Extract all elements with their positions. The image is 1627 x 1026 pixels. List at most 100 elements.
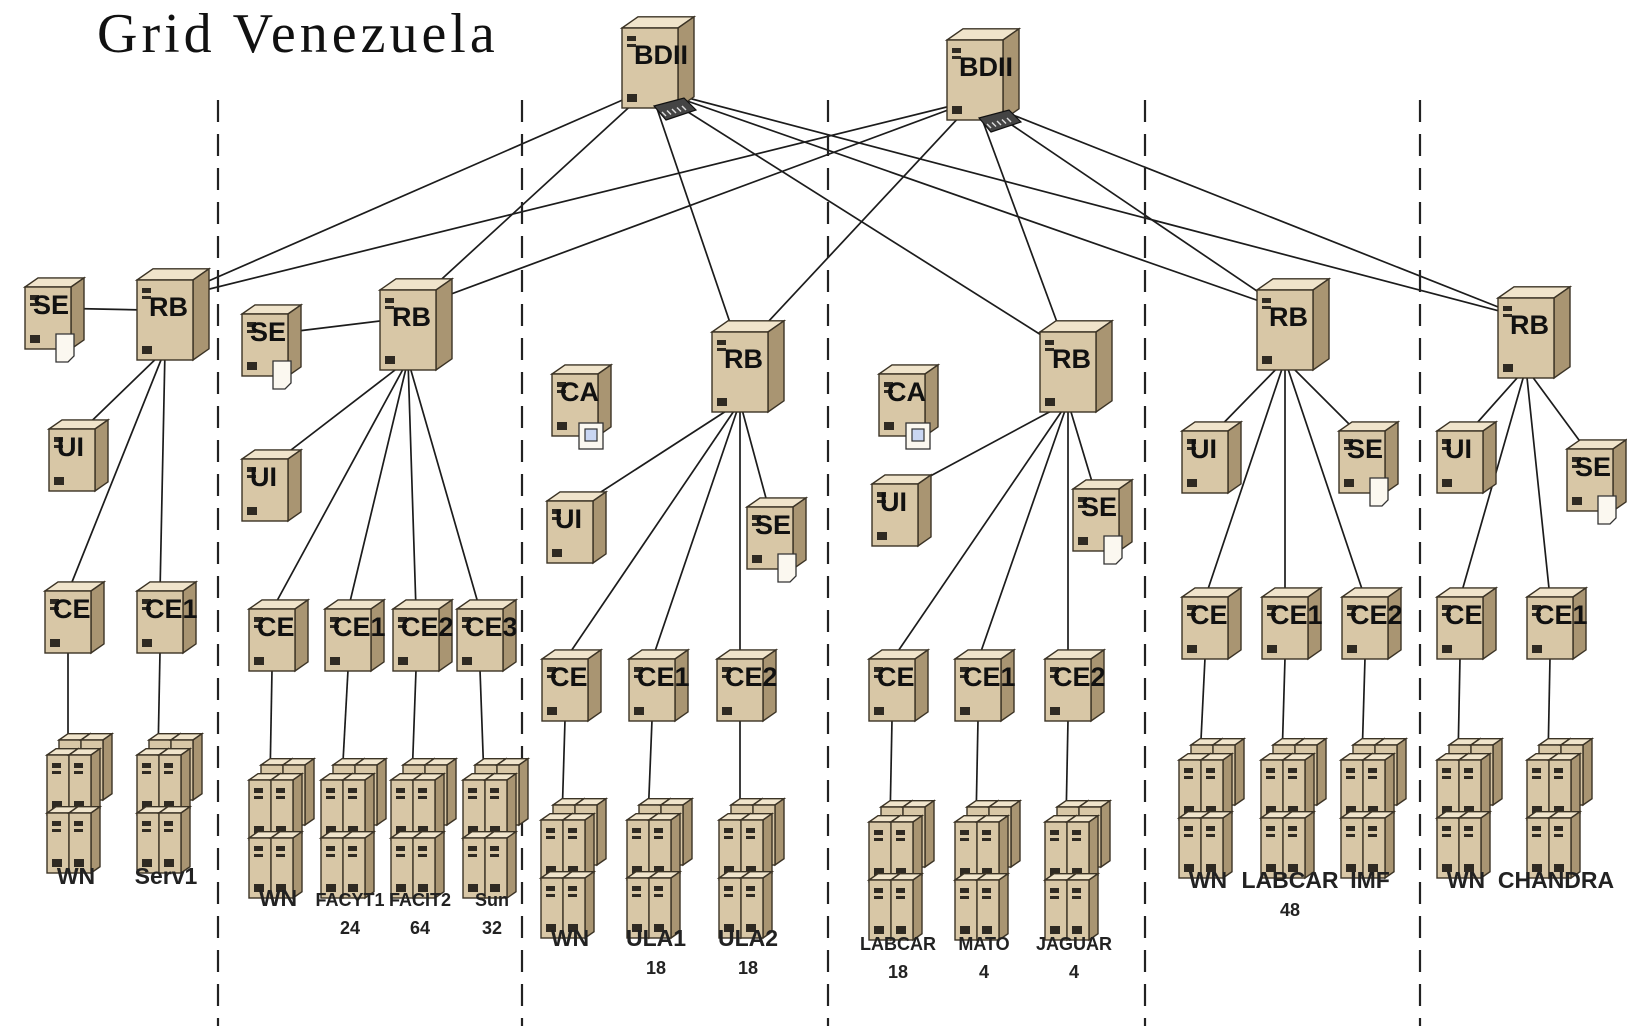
storage-document-icon [55, 333, 75, 363]
storage-document-icon [1597, 495, 1617, 525]
bdii2-to-rb-site1 [164, 99, 976, 301]
ce-server-site1-1: CE [42, 580, 107, 655]
ui-server-site6-label: UI [1445, 434, 1472, 464]
cluster-name-site1-2: Serv1 [135, 863, 198, 889]
ce-server-site4-2-label: CE1 [963, 662, 1016, 692]
bdii2-to-rb-site5 [974, 99, 1286, 311]
ca-server-site4-label: CA [887, 377, 926, 407]
bdii-server-1-label: BDII [634, 40, 688, 70]
cluster-name-site2-3: FACIT2 [389, 890, 451, 910]
rb-to-ce-site3-1 [564, 401, 741, 661]
storage-document-icon [777, 553, 797, 583]
rb-to-ce-site4-1 [891, 401, 1069, 661]
ce-server-site2-2-label: CE1 [333, 612, 386, 642]
ce-server-site6-1-label: CE [1445, 600, 1483, 630]
ce-server-site4-1-label: CE [877, 662, 915, 692]
ce-server-site2-1-label: CE [257, 612, 295, 642]
bdii2-to-rb-site3 [739, 99, 976, 353]
worker-cluster-site2-2 [318, 757, 389, 900]
se-server-site6: SE [1564, 438, 1627, 525]
worker-cluster-site5-3 [1338, 737, 1409, 880]
storage-document-icon [1103, 535, 1123, 565]
ce-server-site2-2: CE1 [322, 598, 387, 673]
rb-to-ce-site2-4 [407, 359, 481, 611]
ce-server-site5-1-label: CE [1190, 600, 1228, 630]
bdii-server-1: BDII [619, 15, 698, 121]
rb-server-site3-label: RB [724, 344, 763, 374]
worker-cluster-site4-3 [1042, 799, 1113, 942]
cluster-name-site2-4: Sun [475, 890, 509, 910]
cluster-name-site3-2: ULA1 [626, 925, 686, 951]
rb-to-ce-site5-1 [1204, 359, 1286, 599]
bdii1-to-rb-site1 [164, 87, 651, 301]
ce-server-site5-2: CE1 [1259, 586, 1324, 661]
rb-server-site3: RB [709, 319, 787, 414]
ce-server-site6-2: CE1 [1524, 586, 1589, 661]
site-dividers [216, 100, 1422, 1026]
bdii1-to-rb-site3 [649, 87, 741, 353]
rb-server-site4: RB [1037, 319, 1115, 414]
ui-server-site4: UI [869, 473, 934, 548]
rb-to-ce-site1-1 [67, 349, 166, 593]
ui-server-site3: UI [544, 490, 609, 565]
bdii1-to-rb-site5 [649, 87, 1286, 311]
ce-server-site3-2-label: CE1 [637, 662, 690, 692]
cluster-count-site4-3: 4 [1069, 962, 1079, 982]
worker-cluster-site6-2 [1524, 737, 1595, 880]
rb-server-site2: RB [377, 277, 455, 372]
bdii1-to-rb-site2 [407, 87, 651, 311]
cluster-count-site3-2: 18 [646, 958, 666, 978]
ce-server-site4-2: CE1 [952, 648, 1017, 723]
worker-cluster-site3-1 [538, 797, 609, 940]
rb-to-ce-site6-2 [1525, 367, 1551, 599]
ce-server-site2-1: CE [246, 598, 311, 673]
rb-server-site1: RB [134, 267, 212, 362]
bdii1-to-rb-site4 [649, 87, 1069, 353]
cluster-name-site2-2: FACYT1 [315, 890, 384, 910]
ce-server-site4-3-label: CE2 [1053, 662, 1106, 692]
cluster-name-site3-3: ULA2 [718, 925, 778, 951]
rb-to-ce-site4-2 [977, 401, 1069, 661]
cluster-name-site4-3: JAGUAR [1036, 934, 1112, 954]
ce-server-site2-3-label: CE2 [401, 612, 454, 642]
diagram-title: Grid Venezuela [97, 3, 499, 65]
rb-to-ce-site2-2 [347, 359, 409, 611]
worker-cluster-site2-3 [388, 757, 459, 900]
ce-server-site1-1-label: CE [53, 594, 91, 624]
cluster-name-site4-2: MATO [958, 934, 1009, 954]
ce-server-site6-2-label: CE1 [1535, 600, 1588, 630]
cluster-count-site4-1: 18 [888, 962, 908, 982]
bdii2-to-rb-site2 [407, 99, 976, 311]
se-server-site6-label: SE [1575, 452, 1611, 482]
bdii-server-2: BDII [944, 27, 1023, 133]
se-server-site2: SE [239, 303, 304, 390]
se-server-site3-label: SE [755, 510, 791, 540]
rb-server-site5-label: RB [1269, 302, 1308, 332]
cluster-count-site4-2: 4 [979, 962, 989, 982]
se-server-site5-label: SE [1347, 434, 1383, 464]
cluster-count-site3-3: 18 [738, 958, 758, 978]
ce-server-site1-2: CE1 [134, 580, 199, 655]
cluster-count-site2-4: 32 [482, 918, 502, 938]
se-server-site4: SE [1070, 478, 1135, 565]
storage-document-icon [272, 360, 292, 390]
worker-cluster-site5-2 [1258, 737, 1329, 880]
bdii2-to-rb-site6 [974, 99, 1527, 319]
ce-server-site3-1: CE [539, 648, 604, 723]
ce-server-site3-2: CE1 [626, 648, 691, 723]
ce-server-site3-1-label: CE [550, 662, 588, 692]
worker-cluster-site2-4 [460, 757, 531, 900]
rb-server-site2-label: RB [392, 302, 431, 332]
ui-server-site5: UI [1179, 420, 1244, 495]
worker-cluster-site3-2 [624, 797, 695, 940]
bdii1-to-rb-site6 [649, 87, 1527, 319]
worker-cluster-site1-1 [44, 732, 115, 875]
worker-cluster-site3-3 [716, 797, 787, 940]
rb-to-se-site3 [739, 401, 771, 514]
worker-cluster-site6-1 [1434, 737, 1505, 880]
se-server-site1: SE [22, 276, 87, 363]
rb-to-ce-site2-3 [407, 359, 417, 611]
cluster-name-site5-1: WN [1189, 867, 1227, 893]
cluster-count-site2-2: 24 [340, 918, 360, 938]
